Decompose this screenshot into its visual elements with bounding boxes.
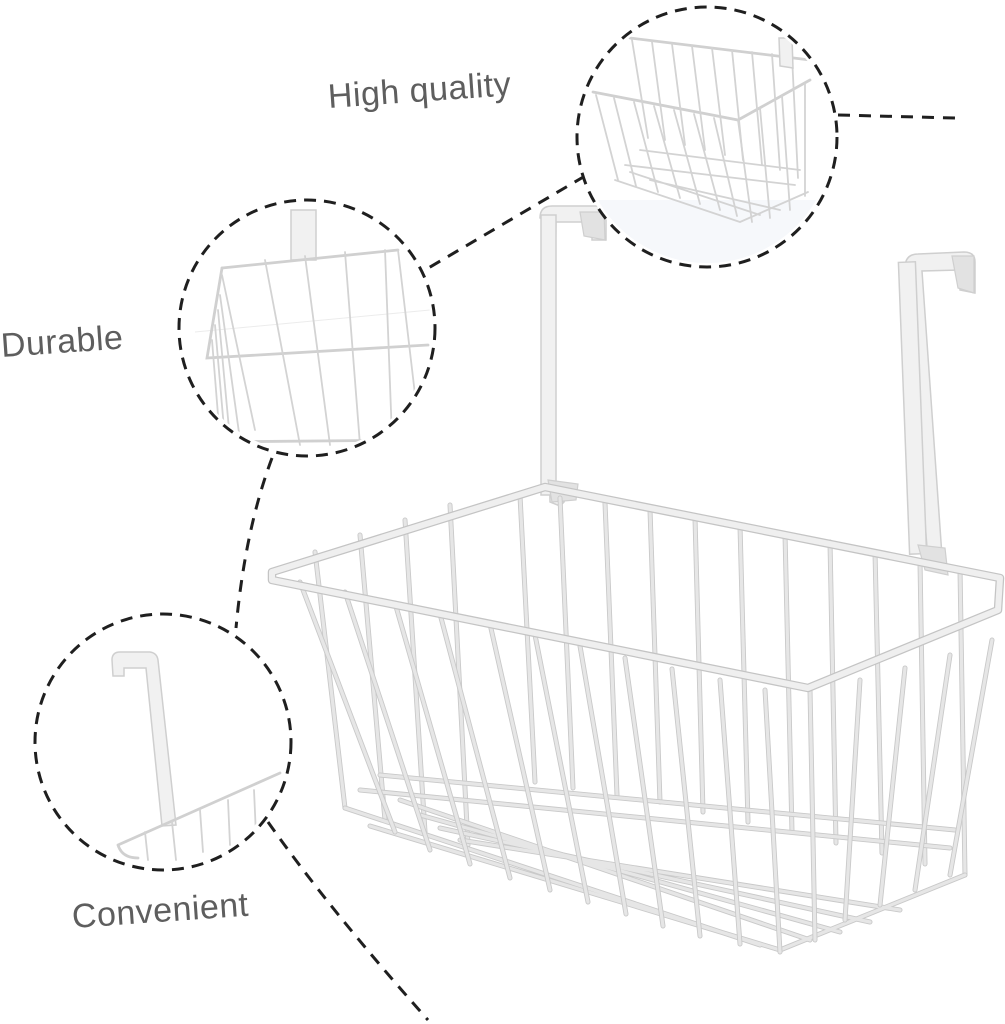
callout-circle-durable: [177, 198, 437, 458]
connector-high-quality-right: [837, 113, 956, 120]
left-door-hook: [539, 205, 607, 507]
connector-high-quality-durable: [424, 174, 586, 272]
callout-circle-high-quality: [575, 5, 839, 269]
basket-rim: [267, 482, 1005, 693]
main-basket: [267, 205, 1005, 955]
callout-connectors: [234, 113, 956, 1021]
right-door-hook: [897, 251, 976, 576]
callout-circle-convenient: [33, 612, 293, 872]
front-wires: [297, 579, 995, 955]
connector-durable-convenient: [234, 457, 274, 629]
connector-convenient-bottom: [266, 821, 430, 1021]
